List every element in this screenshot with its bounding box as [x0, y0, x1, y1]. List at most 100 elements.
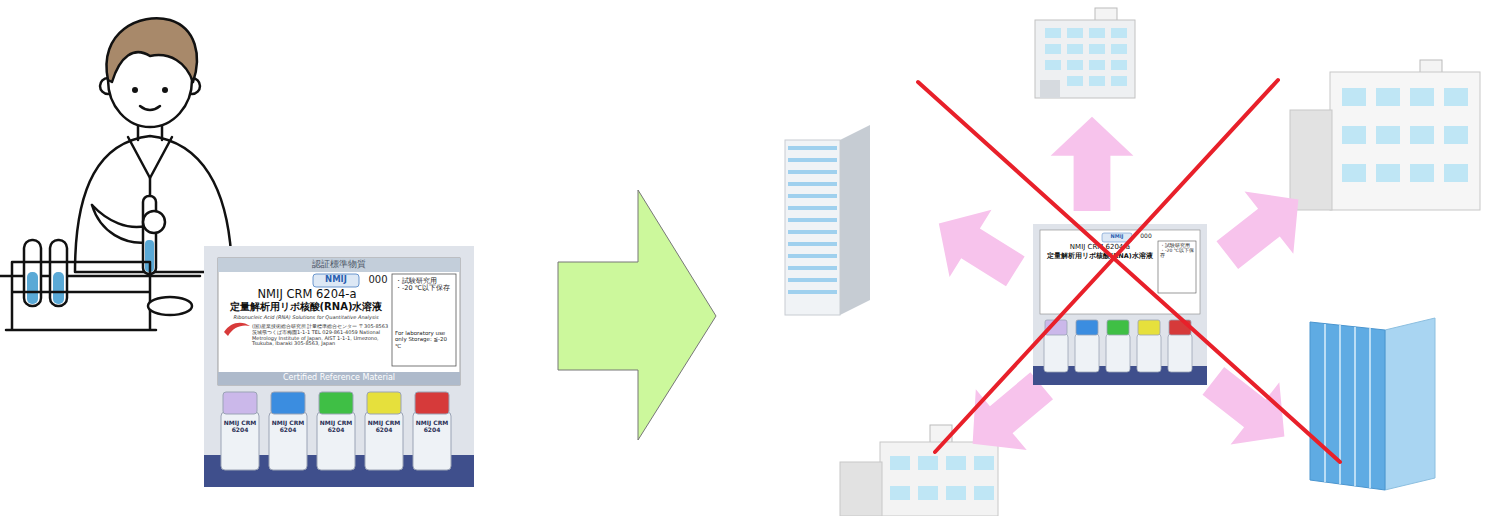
- vial-set-part: [1168, 334, 1192, 372]
- label-text: Certified Reference Material: [218, 373, 460, 382]
- building-part-part: [1067, 60, 1083, 70]
- label-text: 000: [366, 274, 390, 286]
- building-part-part: [890, 456, 910, 470]
- vial-set-part: [1138, 320, 1160, 335]
- label-text: NMIJ: [1102, 234, 1132, 240]
- vial-set: [221, 392, 451, 470]
- building-part-part: [974, 456, 994, 470]
- building-part-part: [1444, 164, 1468, 182]
- product-photo-part: [218, 372, 460, 385]
- scientist-illustration-part: [106, 18, 196, 82]
- prohibition-cross: [918, 80, 1340, 462]
- building-part: [1290, 110, 1332, 210]
- label-text: NMIJ CRM 6204-a: [222, 288, 392, 301]
- scientist-illustration-part: [92, 205, 150, 243]
- flow-arrow: [558, 190, 716, 440]
- building-part: [880, 442, 998, 516]
- building: [1310, 318, 1435, 490]
- label-text: Ribonucleic Acid (RNA) Solutions for Qua…: [220, 315, 392, 321]
- product-photo-part: [224, 323, 250, 336]
- building-part-part: [1444, 88, 1468, 106]
- product-label: NMIJ000NMIJ CRM 6204-a定量解析用リボ核酸(RNA)水溶液・…: [1040, 230, 1200, 314]
- building-part-part: [1045, 60, 1061, 70]
- scientist-illustration-part: [27, 272, 38, 304]
- vial-set-part: [1075, 334, 1099, 372]
- vial-set-part: [1137, 334, 1161, 372]
- building-part-part: [1376, 164, 1400, 182]
- building-part-part: [1067, 76, 1083, 86]
- vial-label: NMIJ CRM 6204: [270, 420, 306, 434]
- vial-set: [1044, 320, 1192, 372]
- building-part-part: [788, 230, 837, 234]
- label-text: NMIJ CRM 6204-a: [1042, 243, 1158, 251]
- building-part: [890, 456, 994, 500]
- building: [785, 125, 870, 315]
- building-part-part: [1325, 324, 1370, 488]
- building-part-part: [1089, 44, 1105, 54]
- label-text: (国)産業技術総合研究所 計量標準総合センター 〒305-8563 茨城県つくば…: [252, 324, 390, 347]
- building-part-part: [788, 254, 837, 258]
- building-part-part: [946, 456, 966, 470]
- building-part-part: [1067, 44, 1083, 54]
- scientist-illustration: [0, 18, 232, 330]
- vial-set-part: [221, 412, 259, 470]
- vial-set-part: [415, 392, 449, 414]
- label-text: For laboratory use only Storage: ≦-20 ℃: [395, 330, 453, 349]
- building-part-part: [1342, 126, 1366, 144]
- building-part-part: [1089, 28, 1105, 38]
- building-part-part: [788, 206, 837, 210]
- building-part-part: [788, 170, 837, 174]
- vial-label: NMIJ CRM 6204: [414, 420, 450, 434]
- building: [1290, 60, 1480, 210]
- vial-set-part: [365, 412, 403, 470]
- distribution-arrows-part: [918, 190, 1036, 305]
- label-text: ・試験研究用 ・-20 ℃以下保存: [395, 278, 453, 293]
- building-part-part: [788, 242, 837, 246]
- building-part-part: [1089, 60, 1105, 70]
- product-label: 認証標準物質 NMIJ 000NMIJ CRM 6204-a定量解析用リボ核酸(RN…: [218, 258, 460, 385]
- label-text: NMIJ: [313, 275, 359, 285]
- building-part-part: [788, 278, 837, 282]
- building-part-part: [1342, 88, 1366, 106]
- building-part-part: [1410, 88, 1434, 106]
- building-part: [788, 146, 837, 294]
- prohibition-cross-part: [935, 80, 1278, 452]
- building-part: [930, 425, 952, 443]
- scientist-illustration-part: [162, 87, 168, 93]
- scientist-illustration-part: [140, 106, 160, 110]
- label-text: 定量解析用リボ核酸(RNA)水溶液: [220, 301, 392, 313]
- vial-set-part: [1045, 320, 1067, 335]
- building-part-part: [1111, 44, 1127, 54]
- building-part-part: [1045, 44, 1061, 54]
- building-part-part: [788, 158, 837, 162]
- vial-label: NMIJ CRM 6204: [366, 420, 402, 434]
- scientist-illustration-part: [6, 262, 156, 330]
- building-part-part: [1410, 164, 1434, 182]
- building-part: [1040, 80, 1060, 98]
- scientist-illustration-part: [53, 272, 64, 304]
- vial-set-part: [269, 412, 307, 470]
- label-text: 000: [1136, 233, 1156, 240]
- flow-arrow-part: [558, 190, 716, 440]
- building-part-part: [1111, 28, 1127, 38]
- building-part: [1310, 322, 1385, 490]
- building-part-part: [1444, 126, 1468, 144]
- product-photo-part: [218, 258, 460, 272]
- building-part-part: [1376, 126, 1400, 144]
- building-part: [840, 125, 870, 315]
- vial-set-part: [1106, 334, 1130, 372]
- distribution-arrows-part: [1051, 117, 1134, 211]
- building-part-part: [1342, 164, 1366, 182]
- label-text: 認証標準物質: [218, 259, 460, 269]
- building-part-part: [1376, 88, 1400, 106]
- building-part-part: [918, 486, 938, 500]
- distribution-arrows: [918, 117, 1323, 474]
- building-part-part: [1111, 76, 1127, 86]
- building-part-part: [1089, 76, 1105, 86]
- product-photo-part: [392, 274, 456, 366]
- vial-set-part: [319, 392, 353, 414]
